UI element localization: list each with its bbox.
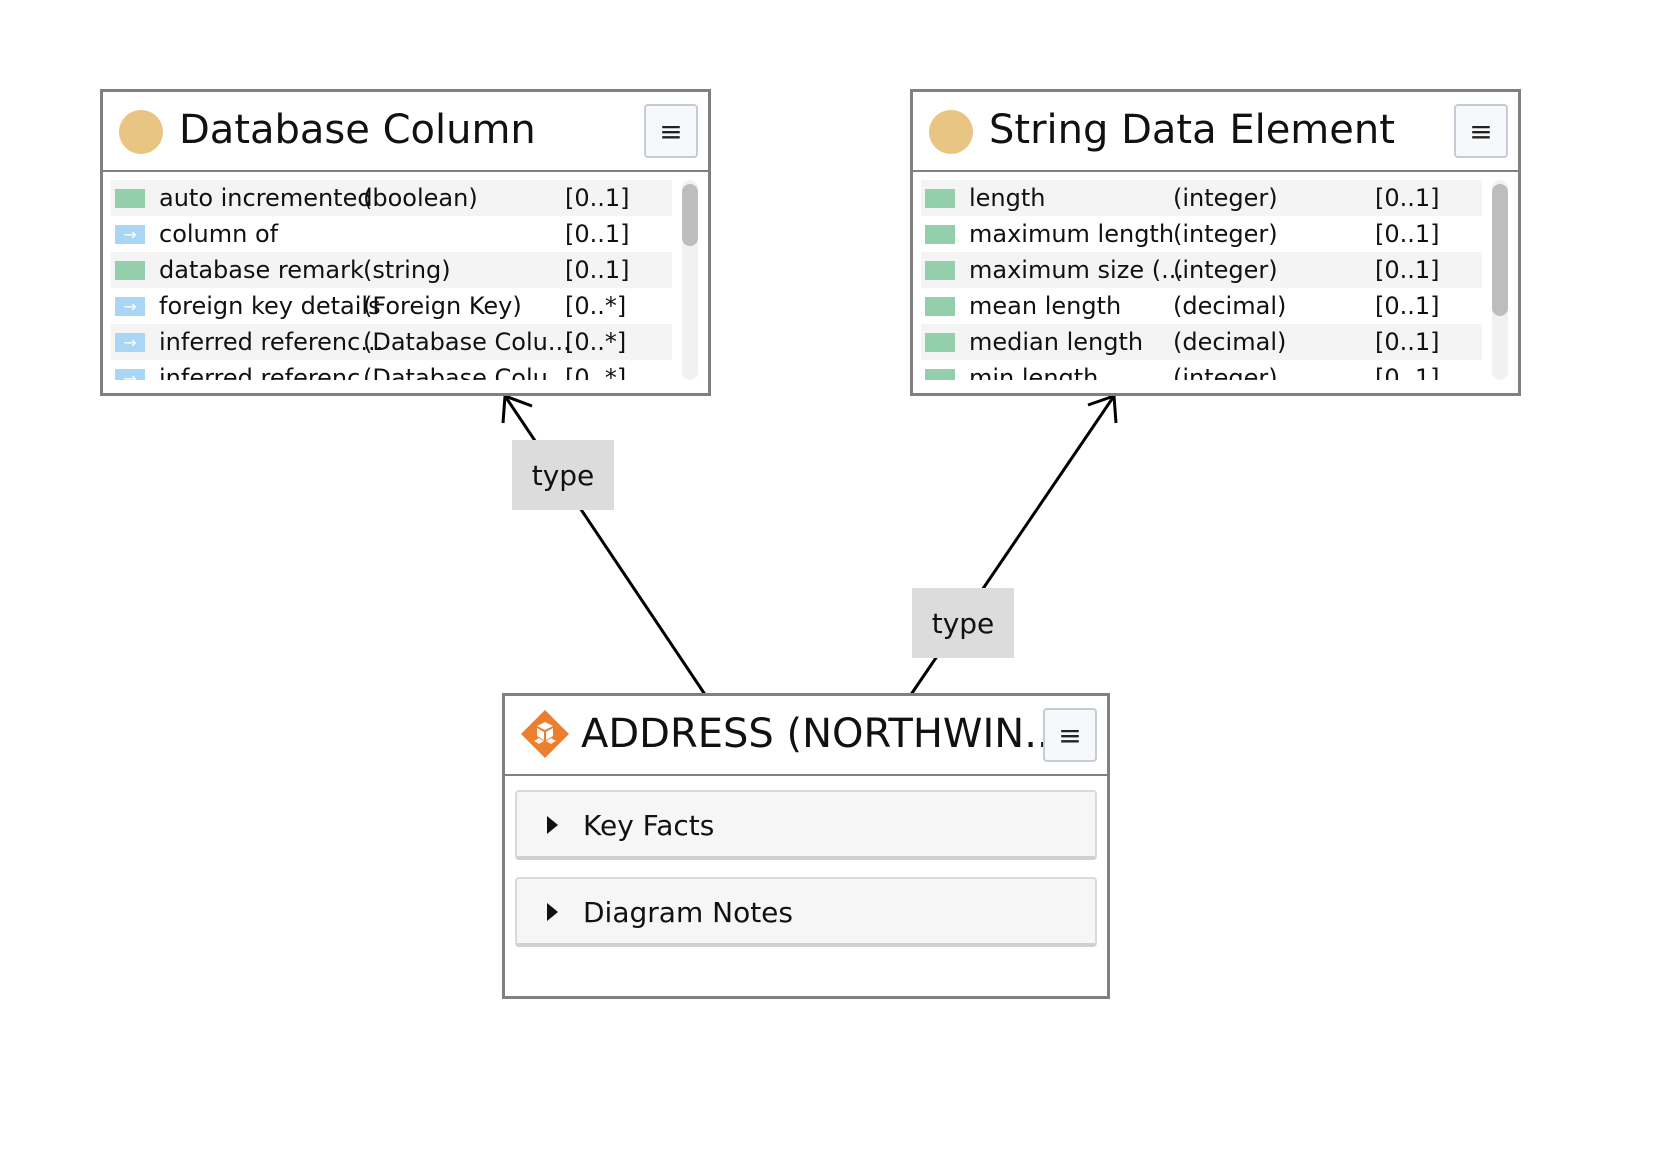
section-label: Diagram Notes (583, 896, 793, 929)
node-header: String Data Element ≡ (913, 92, 1518, 172)
scrollbar-thumb[interactable] (682, 184, 698, 246)
attribute-multiplicity: [0..1] (565, 256, 630, 284)
section-key-facts[interactable]: Key Facts (515, 790, 1097, 860)
attribute-type: (integer) (1173, 184, 1278, 212)
attribute-multiplicity: [0..1] (565, 220, 630, 248)
edge-label-string-data-element[interactable]: type (912, 588, 1014, 658)
attribute-name: maximum length (969, 220, 1175, 248)
reference-arrow-icon: → (115, 369, 145, 380)
attribute-list: length (integer) [0..1] maximum length (… (921, 180, 1482, 380)
section-diagram-notes[interactable]: Diagram Notes (515, 877, 1097, 947)
attribute-type: (Database Colu... (363, 364, 571, 380)
attribute-name: length (969, 184, 1046, 212)
caret-right-icon (547, 903, 558, 921)
attribute-multiplicity: [0..*] (565, 328, 627, 356)
scrollbar[interactable] (1492, 180, 1508, 380)
field-swatch-icon (925, 297, 955, 316)
hamburger-menu-icon[interactable]: ≡ (644, 104, 698, 158)
attribute-name: median length (969, 328, 1144, 356)
class-circle-icon (929, 110, 973, 154)
attribute-multiplicity: [0..1] (1375, 292, 1440, 320)
attribute-type: (boolean) (363, 184, 478, 212)
attribute-name: inferred referenc... (159, 328, 384, 356)
field-swatch-icon (925, 369, 955, 380)
attribute-row[interactable]: length (integer) [0..1] (921, 180, 1482, 216)
attribute-multiplicity: [0..1] (1375, 328, 1440, 356)
attribute-row[interactable]: → column of [0..1] (111, 216, 672, 252)
attribute-name: database remark (159, 256, 364, 284)
attribute-name: inferred referenc... (159, 364, 384, 380)
node-header: Database Column ≡ (103, 92, 708, 172)
node-database-column[interactable]: Database Column ≡ auto incremented (bool… (100, 89, 711, 396)
attribute-type: (integer) (1173, 256, 1278, 284)
attribute-row[interactable]: → foreign key details (Foreign Key) [0..… (111, 288, 672, 324)
node-header: ADDRESS (NORTHWIN... ≡ (505, 696, 1107, 776)
attribute-name: foreign key details (159, 292, 381, 320)
attribute-row[interactable]: database remark (string) [0..1] (111, 252, 672, 288)
hamburger-menu-icon[interactable]: ≡ (1454, 104, 1508, 158)
node-title: String Data Element (989, 107, 1395, 153)
node-title: ADDRESS (NORTHWIN... (581, 711, 1063, 757)
reference-arrow-icon: → (115, 333, 145, 352)
scrollbar-thumb[interactable] (1492, 184, 1508, 316)
caret-right-icon (547, 816, 558, 834)
attribute-type: (integer) (1173, 364, 1278, 380)
attribute-type: (decimal) (1173, 292, 1287, 320)
node-address[interactable]: ADDRESS (NORTHWIN... ≡ Key Facts Diagram… (502, 693, 1110, 999)
attribute-type: (decimal) (1173, 328, 1287, 356)
attribute-multiplicity: [0..1] (565, 184, 630, 212)
node-title: Database Column (179, 107, 536, 153)
field-swatch-icon (115, 189, 145, 208)
attribute-row[interactable]: mean length (decimal) [0..1] (921, 288, 1482, 324)
attribute-multiplicity: [0..1] (1375, 256, 1440, 284)
class-circle-icon (119, 110, 163, 154)
arrowhead-string-data-element (1087, 393, 1118, 424)
attribute-multiplicity: [0..1] (1375, 220, 1440, 248)
attribute-type: (string) (363, 256, 451, 284)
attribute-type: (integer) (1173, 220, 1278, 248)
attribute-multiplicity: [0..1] (1375, 184, 1440, 212)
attribute-multiplicity: [0..*] (565, 364, 627, 380)
attribute-name: maximum size (... (969, 256, 1184, 284)
attribute-type: (Foreign Key) (363, 292, 522, 320)
attribute-name: min length (969, 364, 1099, 380)
field-swatch-icon (925, 189, 955, 208)
attribute-name: column of (159, 220, 279, 248)
attribute-row[interactable]: auto incremented (boolean) [0..1] (111, 180, 672, 216)
attribute-row[interactable]: → inferred referenc... (Database Colu...… (111, 360, 672, 380)
scrollbar[interactable] (682, 180, 698, 380)
attribute-row[interactable]: median length (decimal) [0..1] (921, 324, 1482, 360)
attribute-row[interactable]: maximum size (... (integer) [0..1] (921, 252, 1482, 288)
attribute-row[interactable]: → inferred referenc... (Database Colu...… (111, 324, 672, 360)
field-swatch-icon (925, 261, 955, 280)
field-swatch-icon (115, 261, 145, 280)
attribute-row[interactable]: min length (integer) [0..1] (921, 360, 1482, 380)
reference-arrow-icon: → (115, 297, 145, 316)
edge-label-database-column[interactable]: type (512, 440, 614, 510)
attribute-name: auto incremented (159, 184, 373, 212)
attribute-list: auto incremented (boolean) [0..1] → colu… (111, 180, 672, 380)
attribute-multiplicity: [0..*] (565, 292, 627, 320)
reference-arrow-icon: → (115, 225, 145, 244)
field-swatch-icon (925, 333, 955, 352)
section-label: Key Facts (583, 809, 715, 842)
node-string-data-element[interactable]: String Data Element ≡ length (integer) [… (910, 89, 1521, 396)
field-swatch-icon (925, 225, 955, 244)
arrowhead-database-column (501, 393, 533, 424)
asset-cube-icon (521, 710, 569, 758)
attribute-row[interactable]: maximum length (integer) [0..1] (921, 216, 1482, 252)
attribute-name: mean length (969, 292, 1122, 320)
hamburger-menu-icon[interactable]: ≡ (1043, 708, 1097, 762)
attribute-type: (Database Colu... (363, 328, 571, 356)
attribute-multiplicity: [0..1] (1375, 364, 1440, 380)
